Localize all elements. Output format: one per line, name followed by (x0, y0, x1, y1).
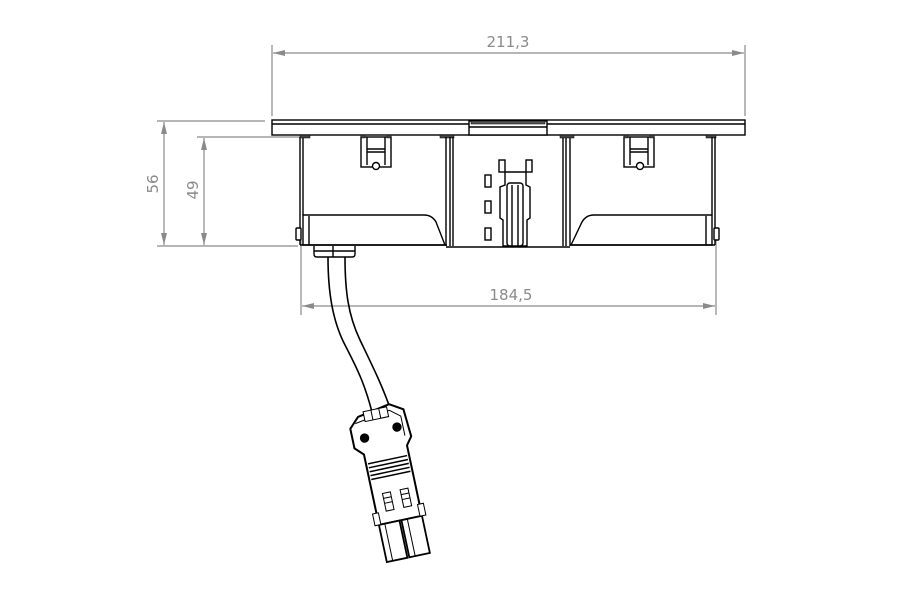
right-housing (559, 134, 720, 246)
dimension-label-body-height: 49 (184, 180, 202, 199)
left-housing (295, 134, 455, 246)
dimension-body-width (300, 240, 717, 315)
top-flange (271, 119, 746, 136)
dimension-overall-width (271, 45, 746, 116)
plug-connector (349, 403, 431, 564)
dimension-label-overall-width: 211,3 (487, 33, 530, 51)
cable-gland (313, 246, 356, 258)
dimension-body-height (197, 136, 300, 245)
dimension-label-body-width: 184,5 (490, 286, 533, 304)
cable (327, 256, 391, 413)
right-clip (623, 134, 655, 171)
left-clip (360, 134, 392, 171)
dimension-label-overall-height: 56 (144, 174, 162, 193)
dimension-overall-height (157, 120, 298, 247)
center-module (445, 137, 571, 248)
